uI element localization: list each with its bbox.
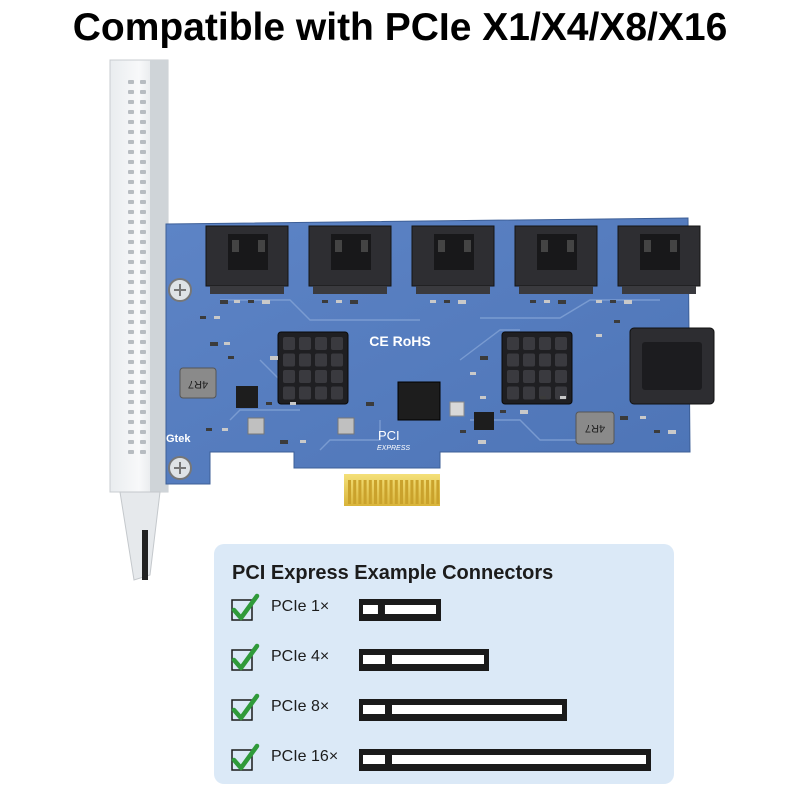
connector-label: PCIe 4× — [271, 648, 330, 665]
circuit-board: 4R7 4R7 CE RoHS Gtek PCI EXPRESS — [165, 217, 715, 506]
sata-port-icon — [617, 225, 701, 294]
inductor-label: 4R7 — [585, 422, 605, 434]
heatsink-icon — [277, 331, 349, 405]
controller-chip — [397, 381, 441, 421]
page-title: Compatible with PCIe X1/X4/X8/X16 — [72, 6, 728, 49]
legend-row: PCIe 4× — [214, 640, 674, 680]
connector-label: PCIe 1× — [271, 598, 330, 615]
legend-row: PCIe 16× — [214, 740, 674, 780]
heatsink-icon — [501, 331, 573, 405]
brand-logo: Gtek — [166, 433, 191, 445]
pcie-slot-icon — [359, 749, 651, 771]
checkmark-icon — [231, 643, 260, 671]
pci-logo-express: EXPRESS — [377, 445, 410, 452]
mounting-bracket — [109, 59, 169, 581]
legend-row: PCIe 1× — [214, 590, 674, 630]
sata-port-icon — [411, 225, 495, 294]
pcie-slot-icon — [359, 599, 441, 621]
sata-port-icon — [514, 225, 598, 294]
legend-row: PCIe 8× — [214, 690, 674, 730]
connector-label: PCIe 8× — [271, 698, 330, 715]
pcie-slot-icon — [359, 649, 489, 671]
sata-port-icon — [205, 225, 289, 294]
inductor-label: 4R7 — [188, 378, 208, 390]
checkmark-icon — [231, 693, 260, 721]
connector-legend: PCI Express Example Connectors PCIe 1× PC… — [214, 544, 674, 784]
checkmark-icon — [231, 743, 260, 771]
pci-logo: PCI — [378, 428, 400, 443]
connector-label: PCIe 16× — [271, 748, 339, 765]
pcie-slot-icon — [359, 699, 567, 721]
legend-title: PCI Express Example Connectors — [232, 562, 554, 584]
checkmark-icon — [231, 593, 260, 621]
sata-port-icon — [308, 225, 392, 294]
certification-marks: CE RoHS — [369, 333, 430, 349]
